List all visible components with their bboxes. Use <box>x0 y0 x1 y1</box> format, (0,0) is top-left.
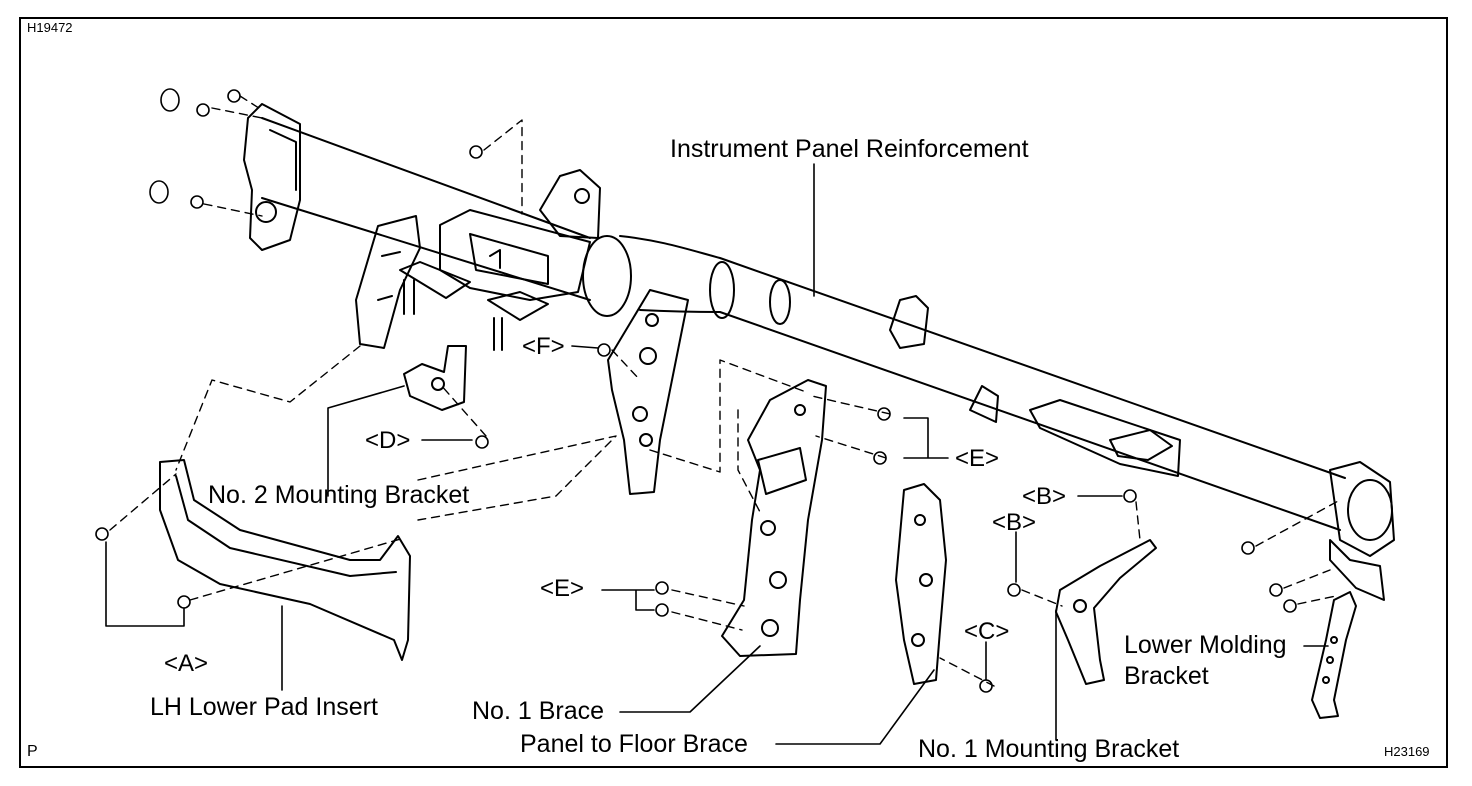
tag-fastener-c: <C> <box>964 618 1010 645</box>
label-panel-to-floor-brace: Panel to Floor Brace <box>520 730 748 758</box>
label-lower-molding-bracket-line1: Lower Molding <box>1124 631 1287 659</box>
leader-lines <box>105 163 1329 745</box>
tag-fastener-e-right: <E> <box>955 445 1000 472</box>
label-lh-lower-pad-insert: LH Lower Pad Insert <box>150 693 378 721</box>
label-no2-mounting-bracket: No. 2 Mounting Bracket <box>208 481 470 509</box>
drawing-code-bottom-right: H23169 <box>1384 744 1430 759</box>
diagram-frame <box>19 17 1448 768</box>
panel-to-floor-brace-part <box>607 289 689 495</box>
tag-fastener-e-lower: <E> <box>540 575 585 602</box>
tag-fastener-a: <A> <box>164 650 209 677</box>
label-no1-brace: No. 1 Brace <box>472 697 605 725</box>
no2-mounting-bracket-part <box>403 345 467 411</box>
label-no1-mounting-bracket: No. 1 Mounting Bracket <box>918 735 1180 763</box>
no1-mounting-bracket-part <box>1055 539 1157 685</box>
no1-brace-part <box>721 379 827 657</box>
tag-fastener-f: <F> <box>522 333 565 360</box>
label-lower-molding-bracket-line2: Bracket <box>1124 662 1209 690</box>
tag-fastener-d: <D> <box>365 427 411 454</box>
label-instrument-panel-reinforcement: Instrument Panel Reinforcement <box>670 135 1029 163</box>
lh-lower-pad-insert-part <box>159 459 411 661</box>
vertical-brace-part <box>895 483 947 685</box>
alignment-lines <box>109 95 1341 687</box>
tag-fastener-b-lower: <B> <box>992 509 1037 536</box>
instrument-panel-reinforcement-part <box>243 103 1395 601</box>
fasteners <box>95 88 1297 693</box>
drawing-code-top-left: H19472 <box>27 20 73 35</box>
drawing-code-bottom-left: P <box>27 743 38 760</box>
lower-molding-bracket-part <box>1311 591 1357 719</box>
tag-fastener-b-upper: <B> <box>1022 483 1067 510</box>
